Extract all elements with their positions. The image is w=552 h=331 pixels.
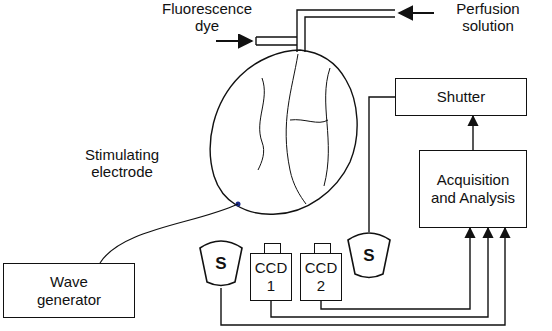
perfusion-tube (305, 17, 395, 52)
coronary-vessel (324, 68, 330, 186)
node-text: S (215, 255, 226, 273)
dye-tube (256, 37, 297, 45)
annotation-label: Stimulating electrode (76, 146, 168, 180)
coronary-vessel (290, 120, 328, 123)
signal-connector (369, 97, 395, 232)
node-text: CCD 1 (254, 259, 288, 295)
perfusion-arrow (399, 12, 434, 14)
annotation-label: Perfusion solution (438, 0, 538, 34)
ccd-lens (264, 243, 281, 253)
annotation-label: Fluorescence dye (155, 0, 259, 34)
lamp-reflector (200, 241, 242, 286)
node-text: CCD 2 (304, 259, 338, 295)
perfusion-tube (297, 10, 395, 52)
signal-connector (271, 228, 488, 317)
light-source: S (346, 232, 392, 280)
coronary-vessel (286, 54, 306, 204)
ccd-camera: CCD 1 (250, 253, 292, 301)
lamp-reflector (348, 233, 390, 278)
signal-connector (321, 228, 470, 309)
generator-box: Wave generator (3, 263, 135, 318)
device-box: Acquisition and Analysis (419, 150, 527, 228)
ccd-camera: CCD 2 (300, 253, 342, 301)
signal-connector (221, 228, 505, 325)
node-text: Shutter (437, 88, 485, 106)
device-box: Shutter (395, 78, 527, 116)
node-text: Acquisition and Analysis (425, 171, 521, 207)
dye-arrow (216, 40, 252, 42)
heart-outline (210, 50, 357, 214)
coronary-vessel (258, 78, 264, 170)
node-text: Wave generator (24, 273, 114, 309)
ccd-lens (314, 243, 331, 253)
light-source: S (198, 240, 244, 288)
node-text: S (363, 247, 374, 265)
signal-connector (472, 116, 473, 150)
